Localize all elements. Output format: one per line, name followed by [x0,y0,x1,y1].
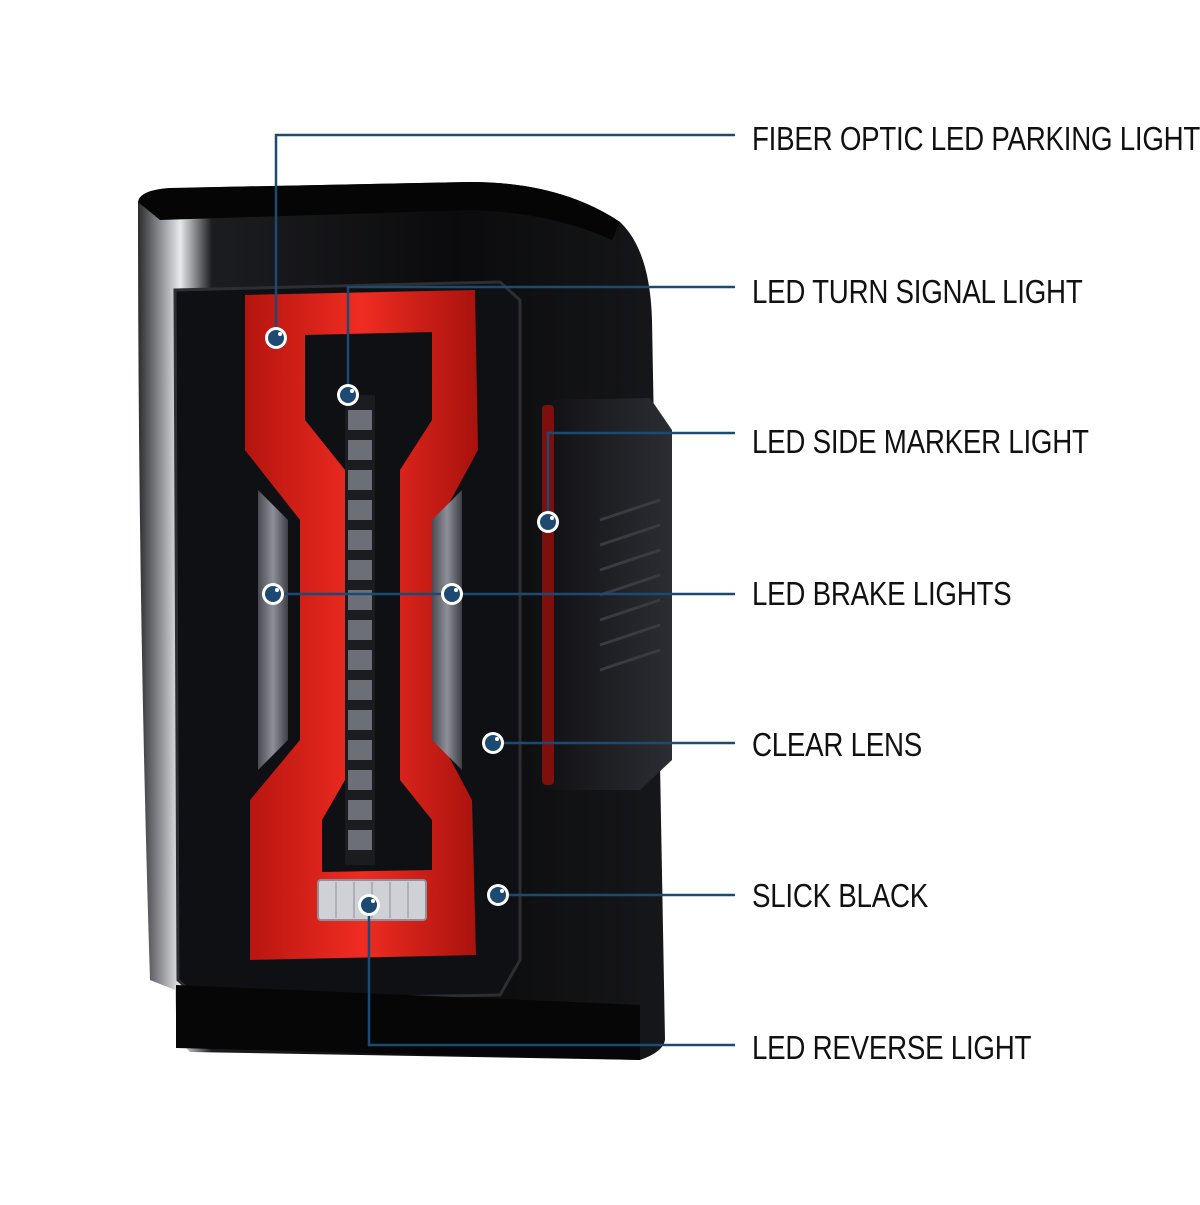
leader-reverse [367,905,735,1047]
turn-signal-segments [348,410,372,850]
side-ribs [599,498,661,672]
callout-label-side-marker: LED SIDE MARKER LIGHT [752,423,1089,460]
callout-label-turn-signal: LED TURN SIGNAL LIGHT [752,273,1083,310]
dot-brake-right [441,583,463,605]
leader-lines [273,133,735,1047]
dot-parking [265,327,287,349]
dot-side [537,511,559,533]
callout-dots [262,327,559,916]
dot-brake-left [262,583,284,605]
dot-reverse [358,894,380,916]
leader-side [546,431,735,522]
leader-parking [274,133,735,338]
callout-label-reverse-light: LED REVERSE LIGHT [752,1029,1032,1066]
callout-label-parking-light: FIBER OPTIC LED PARKING LIGHT [752,120,1200,157]
brake-strip-right [432,490,462,770]
fiber-optic-frame [245,290,478,960]
dot-black [487,884,509,906]
dot-lens [482,732,504,754]
callout-label-clear-lens: CLEAR LENS [752,726,923,763]
callout-label-slick-black: SLICK BLACK [752,877,928,914]
housing-bottom [176,985,640,1060]
leader-turn [346,285,735,395]
dot-turn [337,384,359,406]
housing-top-ridge [138,182,620,240]
callout-label-brake-lights: LED BRAKE LIGHTS [752,575,1012,612]
brake-strip-left [258,490,288,770]
